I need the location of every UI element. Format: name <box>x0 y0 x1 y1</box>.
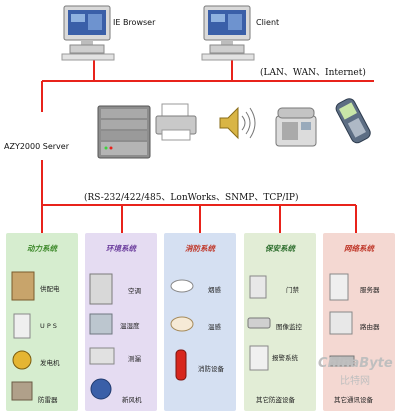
access-control-device <box>249 275 267 299</box>
server-label: AZY2000 Server <box>4 142 69 151</box>
power-item-distribution: 供配电 <box>40 285 60 293</box>
fire-extinguisher-device <box>175 349 187 381</box>
power-system-title: 动力系统 <box>27 244 57 253</box>
network-devices <box>329 273 355 367</box>
fire-item-heat: 温感 <box>208 323 221 331</box>
network-item-router: 路由器 <box>360 323 380 331</box>
fire-item-smoke: 烟感 <box>208 286 221 294</box>
fire-devices <box>170 279 194 381</box>
client-computer <box>201 5 255 61</box>
printer-icon <box>155 103 197 141</box>
security-item-alarm: 报警系统 <box>272 354 298 362</box>
environment-item-leak: 测漏 <box>128 355 141 363</box>
speaker-icon <box>219 106 256 140</box>
environment-item-fan: 新风机 <box>122 396 142 404</box>
power-item-generator: 发电机 <box>40 359 60 367</box>
leak-detector-device <box>89 347 115 365</box>
power-devices <box>11 271 35 401</box>
network-item-server: 服务器 <box>360 286 380 294</box>
ie-browser-computer <box>61 5 115 61</box>
fire-system-title: 消防系统 <box>185 244 215 253</box>
smoke-detector-device <box>170 279 194 293</box>
power-item-ups: U P S <box>40 322 57 330</box>
alarm-device <box>249 345 269 371</box>
generator-device <box>12 350 32 370</box>
environment-item-humidity: 温湿度 <box>120 322 140 330</box>
air-conditioner-device <box>89 273 113 305</box>
server-rack <box>97 105 151 159</box>
security-item-access: 门禁 <box>286 286 299 294</box>
environment-system-title: 环境系统 <box>106 244 136 253</box>
telephone-icon <box>275 107 317 147</box>
watermark-brand: ChinaByte <box>318 356 393 371</box>
server-device <box>329 273 349 301</box>
client-label: Client <box>256 18 280 27</box>
power-item-arrester: 防雷器 <box>38 396 58 404</box>
network-system-title: 网络系统 <box>344 244 374 253</box>
mobile-phone-icon <box>335 98 371 144</box>
ie-browser-label: IE Browser <box>113 18 156 27</box>
upper-network-label: (LAN、WAN、Internet) <box>260 68 366 78</box>
security-item-video: 图像监控 <box>276 323 302 331</box>
security-system-title: 保安系统 <box>265 244 295 253</box>
fresh-air-fan-device <box>90 378 112 400</box>
fire-item-equipment: 消防设备 <box>198 365 224 373</box>
heat-detector-device <box>170 316 194 332</box>
watermark-sub: 比特网 <box>340 376 370 387</box>
power-distribution-device <box>11 271 35 301</box>
lightning-arrester-device <box>11 381 33 401</box>
other-comm-device <box>329 355 355 367</box>
network-item-other: 其它通讯设备 <box>334 396 373 404</box>
security-devices <box>247 275 271 371</box>
ups-device <box>13 313 31 339</box>
lower-network-label: (RS-232/422/485、LonWorks、SNMP、TCP/IP) <box>84 193 299 203</box>
environment-item-ac: 空调 <box>128 287 141 295</box>
video-camera-device <box>247 317 271 329</box>
humidity-sensor-device <box>89 313 113 335</box>
security-item-other: 其它防盗设备 <box>256 396 295 404</box>
connection-lines <box>41 60 374 233</box>
router-device <box>329 311 353 335</box>
environment-devices <box>89 273 115 400</box>
